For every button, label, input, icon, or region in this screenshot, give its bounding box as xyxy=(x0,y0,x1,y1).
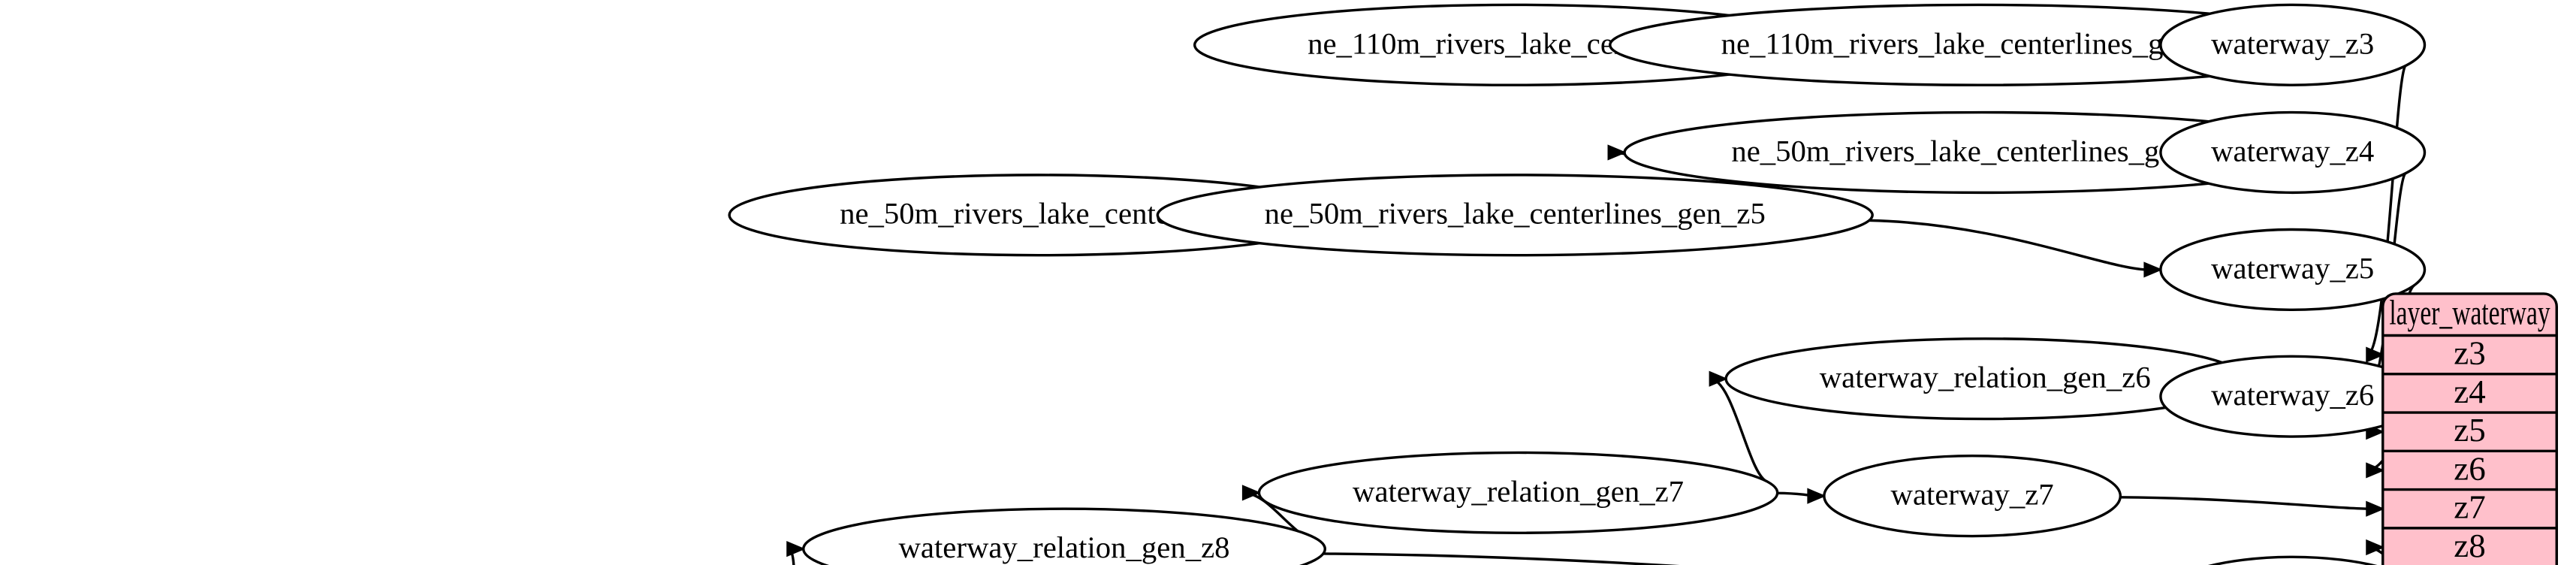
table-row-z4[interactable] xyxy=(2383,374,2557,412)
table-body xyxy=(2381,292,2558,565)
arrowhead-icon xyxy=(1241,485,1262,501)
node-shape[interactable] xyxy=(1156,174,1874,257)
edge xyxy=(1709,370,1769,483)
edge xyxy=(1777,488,1826,504)
graph-node-waterway-z8[interactable]: waterway_z8 xyxy=(2161,555,2425,565)
arrowhead-icon xyxy=(1807,488,1826,504)
edge xyxy=(2366,539,2396,565)
layer-waterway-table: layer_waterwayz3z4z5z6z7z8z9z10z11z12z13… xyxy=(2381,292,2558,565)
table-row-z3[interactable] xyxy=(2383,336,2557,374)
arrowhead-icon xyxy=(2366,539,2385,556)
table-row-z5[interactable] xyxy=(2383,412,2557,451)
table-row-z7[interactable] xyxy=(2383,490,2557,528)
graph-node-ne-50m-rivers-lake-centerlines-gen-z5[interactable]: ne_50m_rivers_lake_centerlines_gen_z5 xyxy=(1156,174,1874,257)
graph-node-waterway-z7[interactable]: waterway_z7 xyxy=(1823,455,2122,538)
edge xyxy=(2120,496,2385,517)
node-shape[interactable] xyxy=(802,507,1326,565)
arrowhead-icon xyxy=(786,541,806,557)
edge xyxy=(1869,219,2163,278)
arrowhead-icon xyxy=(1607,144,1627,161)
arrowhead-icon xyxy=(2366,500,2385,517)
edge xyxy=(786,541,806,565)
graph-node-waterway-relation-gen-z8[interactable]: waterway_relation_gen_z8 xyxy=(802,507,1326,565)
table-row-z6[interactable] xyxy=(2383,451,2557,489)
arrowhead-icon xyxy=(1709,370,1728,387)
node-shape[interactable] xyxy=(1823,455,2122,538)
node-shape[interactable] xyxy=(2159,110,2427,195)
node-shape[interactable] xyxy=(2159,228,2427,312)
table-row-z8[interactable] xyxy=(2383,528,2557,565)
node-shape[interactable] xyxy=(2161,555,2425,565)
node-shape[interactable] xyxy=(2159,3,2427,86)
graph-node-waterway-z3[interactable]: waterway_z3 xyxy=(2159,3,2427,86)
graph-node-waterway-relation-gen-z7[interactable]: waterway_relation_gen_z7 xyxy=(1257,451,1779,534)
graph-node-waterway-z4[interactable]: waterway_z4 xyxy=(2159,110,2427,195)
arrowhead-icon xyxy=(2143,261,2163,278)
node-shape[interactable] xyxy=(1257,451,1779,534)
edge xyxy=(1323,552,1680,565)
edge xyxy=(2366,65,2407,363)
nodes-layer: imposm3osm_waterway_relationosm_waterway… xyxy=(728,3,2427,565)
arrowhead-icon xyxy=(2366,346,2385,363)
arrowhead-icon xyxy=(2366,462,2385,479)
